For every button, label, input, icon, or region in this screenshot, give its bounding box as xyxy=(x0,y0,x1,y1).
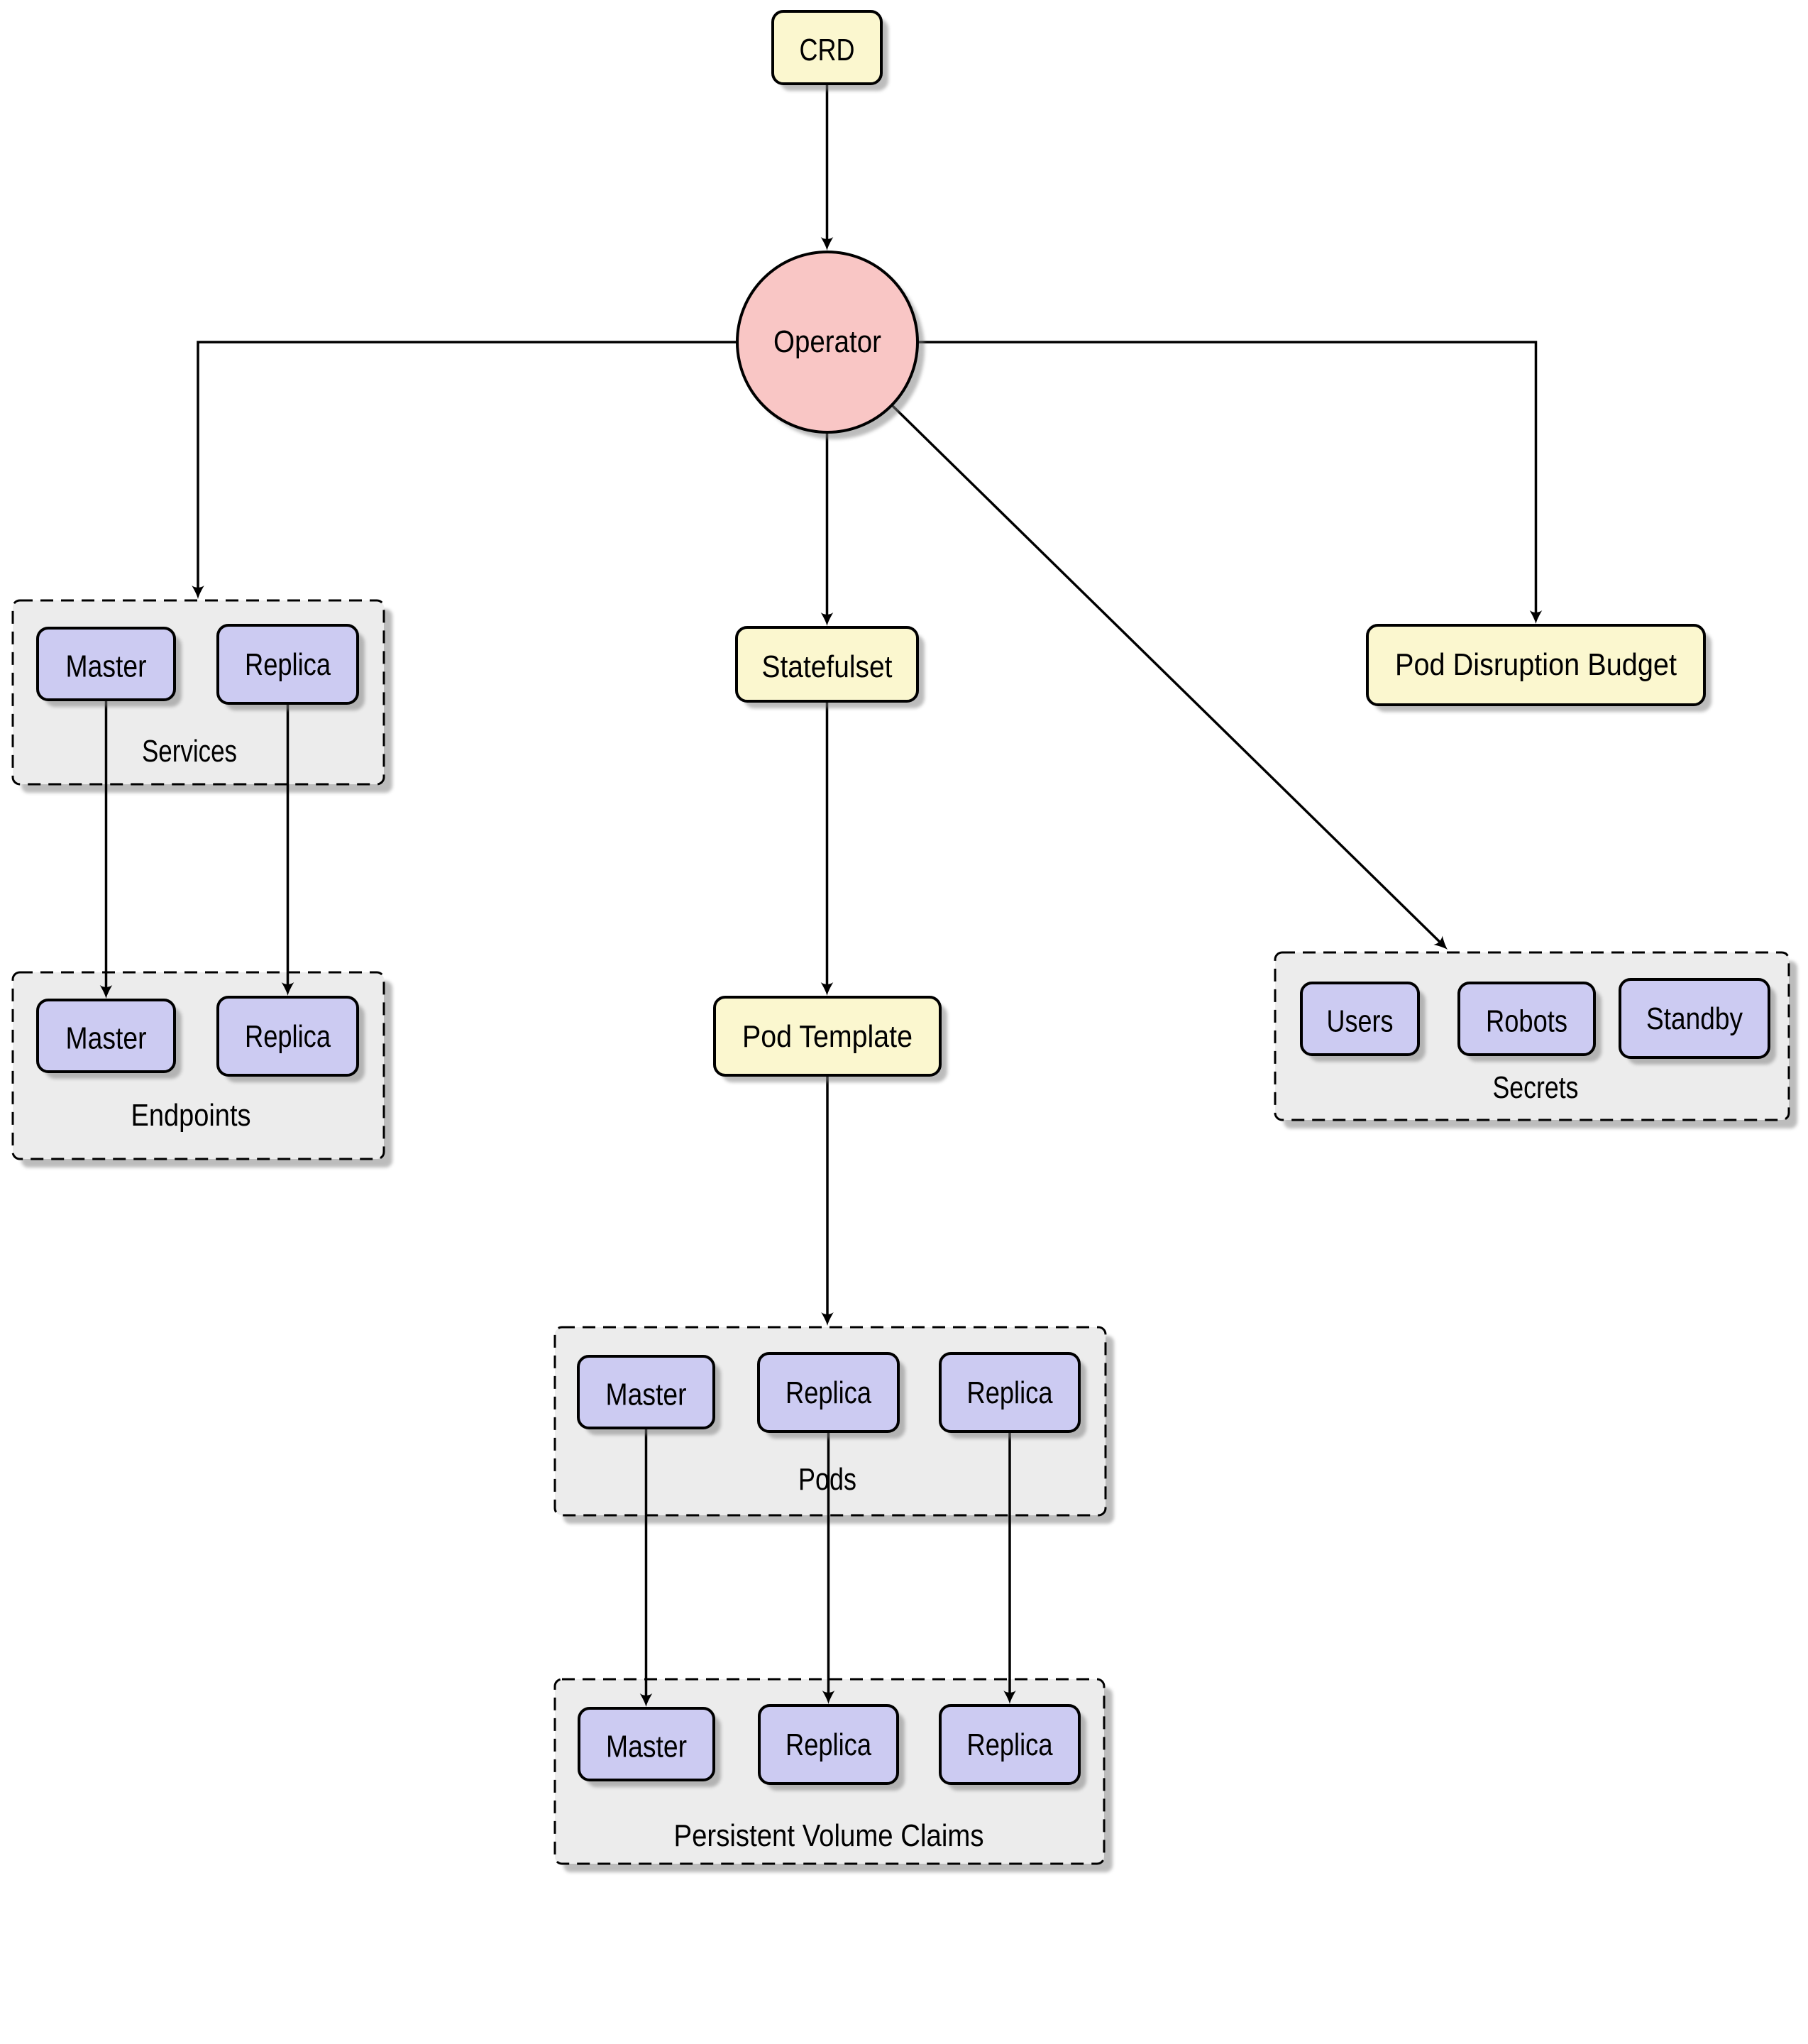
svg-text:Persistent Volume Claims: Persistent Volume Claims xyxy=(674,1818,984,1853)
svg-text:Secrets: Secrets xyxy=(1493,1070,1579,1105)
svg-text:Statefulset: Statefulset xyxy=(762,649,893,684)
svg-text:Replica: Replica xyxy=(967,1727,1053,1762)
svg-text:Robots: Robots xyxy=(1486,1004,1567,1039)
svg-text:Pod Disruption Budget: Pod Disruption Budget xyxy=(1395,647,1677,682)
svg-text:Operator: Operator xyxy=(773,324,881,359)
svg-text:Replica: Replica xyxy=(245,647,331,682)
svg-text:Master: Master xyxy=(66,1021,147,1056)
svg-text:CRD: CRD xyxy=(800,33,855,67)
svg-text:Replica: Replica xyxy=(245,1019,331,1054)
svg-text:Pods: Pods xyxy=(798,1462,856,1497)
svg-text:Master: Master xyxy=(66,649,147,684)
svg-text:Endpoints: Endpoints xyxy=(131,1098,251,1133)
svg-text:Replica: Replica xyxy=(967,1375,1053,1410)
svg-text:Services: Services xyxy=(142,734,237,769)
svg-text:Master: Master xyxy=(606,1378,687,1412)
svg-text:Users: Users xyxy=(1327,1004,1394,1039)
svg-text:Pod Template: Pod Template xyxy=(742,1019,913,1054)
svg-text:Replica: Replica xyxy=(786,1727,871,1762)
svg-text:Replica: Replica xyxy=(786,1375,871,1410)
svg-text:Standby: Standby xyxy=(1646,1001,1743,1036)
svg-text:Master: Master xyxy=(606,1730,687,1764)
